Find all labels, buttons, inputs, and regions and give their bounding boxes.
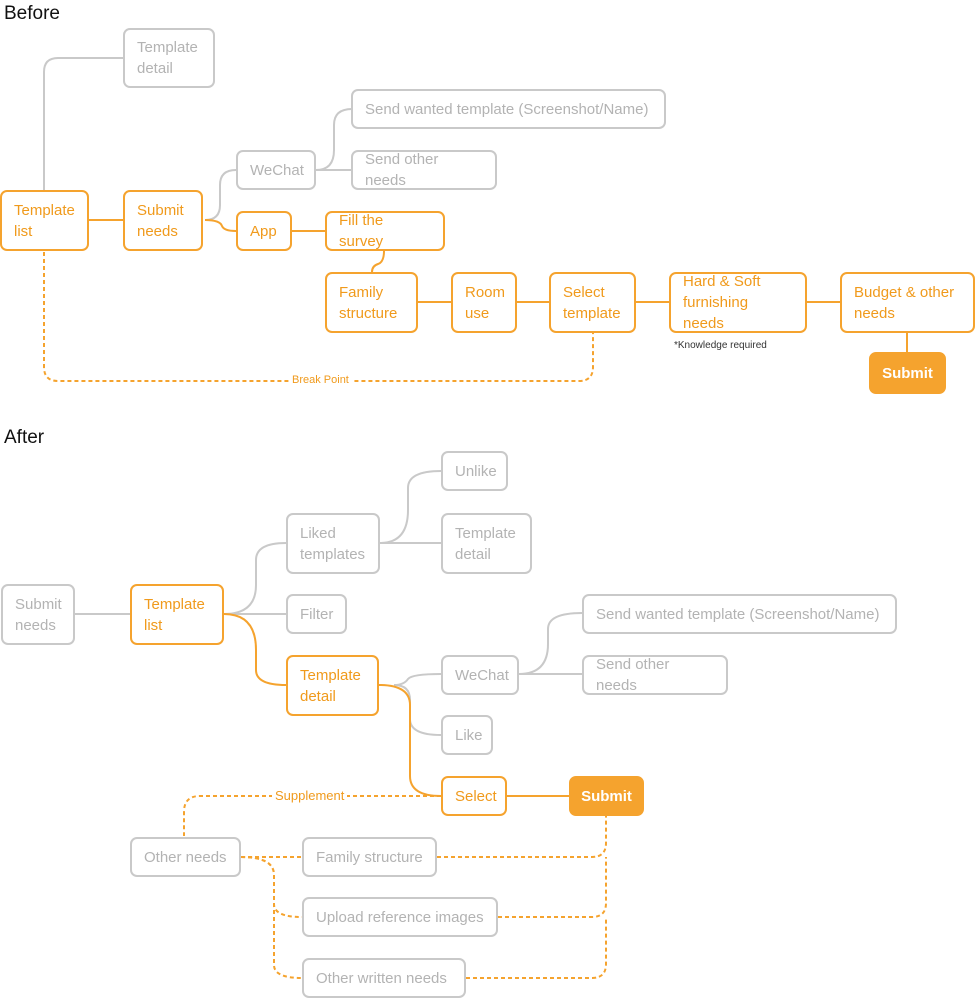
node-room-use[interactable]: Room use [451, 272, 517, 333]
link-wechat-to-wanted-after [518, 612, 583, 675]
node-family-structure-after[interactable]: Family structure [302, 837, 437, 877]
link-family-to-submit [437, 816, 607, 858]
after-title: After [4, 427, 45, 448]
node-like[interactable]: Like [441, 715, 493, 755]
node-submit-before[interactable]: Submit [869, 352, 946, 394]
link-submit-to-app [204, 219, 237, 232]
link-break-point [43, 252, 594, 382]
node-wechat-after[interactable]: WeChat [441, 655, 519, 695]
node-template-detail-after[interactable]: Template detail [286, 655, 379, 716]
link-list-to-detail-after [223, 613, 287, 686]
node-app[interactable]: App [236, 211, 292, 251]
node-wechat[interactable]: WeChat [236, 150, 316, 190]
link-detail-to-wechat [393, 673, 442, 686]
link-detail-to-select [378, 684, 442, 797]
node-select-template[interactable]: Select template [549, 272, 636, 333]
node-template-list[interactable]: Template list [0, 190, 89, 251]
link-survey-to-family [371, 250, 385, 273]
link-other-to-written [240, 856, 303, 979]
link-liked-to-unlike [379, 470, 442, 544]
link-list-to-liked [223, 542, 287, 615]
link-wechat-to-wanted [315, 108, 353, 171]
node-budget-other-needs[interactable]: Budget & other needs [840, 272, 975, 333]
node-filter[interactable]: Filter [286, 594, 347, 634]
link-upload-to-submit [498, 857, 607, 918]
before-title: Before [4, 3, 60, 24]
link-other-to-upload [240, 856, 303, 918]
break-point-label: Break Point [289, 374, 352, 386]
node-send-wanted-template-after[interactable]: Send wanted template (Screenshot/Name) [582, 594, 897, 634]
node-submit-needs[interactable]: Submit needs [123, 190, 203, 251]
node-send-other-needs[interactable]: Send other needs [351, 150, 497, 190]
supplement-label: Supplement [272, 788, 348, 803]
node-send-other-needs-after[interactable]: Send other needs [582, 655, 728, 695]
node-unlike[interactable]: Unlike [441, 451, 508, 491]
node-other-needs[interactable]: Other needs [130, 837, 241, 877]
node-select[interactable]: Select [441, 776, 507, 816]
link-list-to-detail [43, 57, 124, 190]
node-template-detail[interactable]: Template detail [123, 28, 215, 88]
link-submit-to-wechat [204, 169, 237, 221]
node-template-detail-liked[interactable]: Template detail [441, 513, 532, 574]
node-submit-after[interactable]: Submit [569, 776, 644, 816]
link-written-to-submit [466, 917, 607, 979]
knowledge-note: *Knowledge required [674, 340, 767, 351]
node-submit-needs-after[interactable]: Submit needs [1, 584, 75, 645]
node-template-list-after[interactable]: Template list [130, 584, 224, 645]
node-hard-soft-needs[interactable]: Hard & Soft furnishing needs [669, 272, 807, 333]
node-upload-reference-images[interactable]: Upload reference images [302, 897, 498, 937]
node-family-structure[interactable]: Family structure [325, 272, 418, 333]
node-other-written-needs[interactable]: Other written needs [302, 958, 466, 998]
link-supplement [183, 795, 441, 836]
node-send-wanted-template[interactable]: Send wanted template (Screenshot/Name) [351, 89, 666, 129]
link-detail-to-like [393, 684, 442, 736]
node-liked-templates[interactable]: Liked templates [286, 513, 380, 574]
node-fill-survey[interactable]: Fill the survey [325, 211, 445, 251]
